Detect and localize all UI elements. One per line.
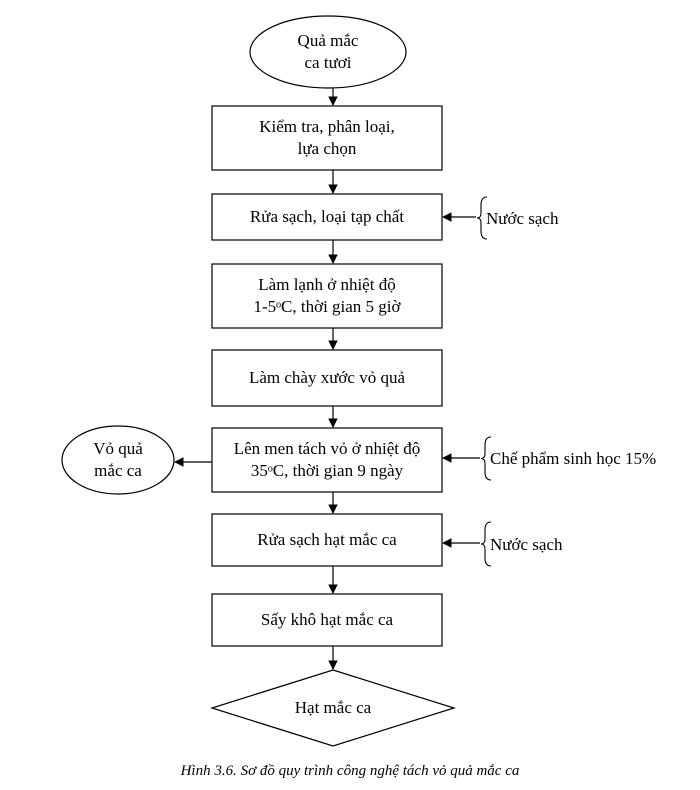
step-wash: Rửa sạch, loại tạp chất	[212, 194, 442, 240]
step-text-line: Rửa sạch hạt mắc ca	[257, 530, 397, 549]
step-cooling: Làm lạnh ở nhiệt độ 1-5ᵒC, thời gian 5 g…	[212, 264, 442, 328]
step-text-line: 1-5ᵒC, thời gian 5 giờ	[253, 297, 401, 316]
start-node: Quả mắc ca tươi	[250, 16, 406, 88]
end-diamond	[209, 669, 457, 747]
start-line-2: ca tươi	[304, 53, 352, 72]
step-text-line: Rửa sạch, loại tạp chất	[249, 207, 405, 226]
end-label: Hạt mắc ca	[294, 698, 372, 717]
step-box	[211, 427, 443, 493]
step-text-line: Sấy khô hạt mắc ca	[260, 610, 394, 629]
input-brace	[480, 436, 492, 481]
step-text-line: Làm lạnh ở nhiệt độ	[258, 275, 396, 294]
step-dry-nuts: Sấy khô hạt mắc ca	[212, 594, 442, 646]
side-output-node: Vỏ quả mắc ca	[62, 426, 174, 494]
step-box	[211, 513, 443, 567]
step-scratch-shell: Làm chày xước vỏ quả	[212, 350, 442, 406]
figure-caption: Hình 3.6. Sơ đồ quy trình công nghệ tách…	[180, 763, 520, 779]
step-fermentation: Lên men tách vỏ ở nhiệt độ 35ᵒC, thời gi…	[212, 428, 442, 492]
side-input-water-2: Nước sạch	[490, 535, 563, 554]
side-output-ellipse	[61, 425, 175, 495]
step-box	[211, 263, 443, 329]
step-inspect-sort: Kiểm tra, phân loại, lựa chọn	[212, 106, 442, 170]
step-text-line: Kiểm tra, phân loại,	[259, 117, 395, 136]
step-text-line: Lên men tách vỏ ở nhiệt độ	[233, 439, 421, 458]
step-box	[211, 349, 443, 407]
end-node: Hạt mắc ca	[212, 670, 454, 746]
side-output-line-1: Vỏ quả	[93, 439, 143, 458]
input-brace	[476, 196, 488, 240]
start-line-1: Quả mắc	[297, 31, 359, 50]
side-output-line-2: mắc ca	[94, 461, 142, 480]
step-box	[211, 105, 443, 171]
step-text-line: Làm chày xước vỏ quả	[248, 368, 406, 387]
side-input-water-1: Nước sạch	[486, 209, 559, 228]
step-box	[211, 593, 443, 647]
step-box	[211, 193, 443, 241]
start-ellipse	[249, 15, 407, 89]
step-wash-nuts: Rửa sạch hạt mắc ca	[212, 514, 442, 566]
step-text-line: 35ᵒC, thời gian 9 ngày	[250, 461, 404, 480]
input-brace	[480, 521, 492, 567]
side-input-bio-product: Chế phẩm sinh học 15%	[490, 449, 657, 468]
step-text-line: lựa chọn	[297, 139, 357, 158]
